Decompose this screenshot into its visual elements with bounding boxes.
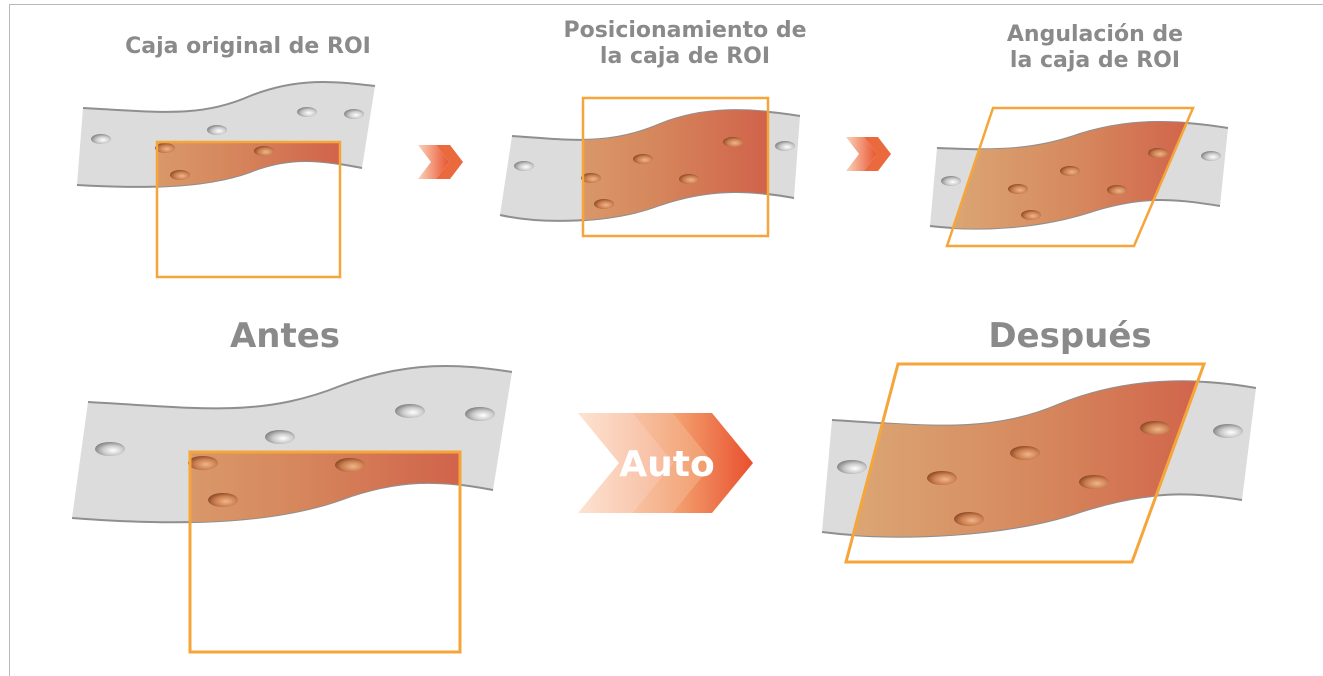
pore [1010,446,1040,460]
pore [335,458,365,472]
roi-box-before [188,450,462,654]
roi-tissue-fill [583,110,768,221]
step2-title-line2: la caja de ROI [599,44,771,70]
roi-tissue-fill [190,452,460,523]
band-bottom-edge [71,481,494,524]
before-title: Antes [229,316,341,356]
pore [395,404,425,418]
roi-box-angled [945,106,1195,248]
panel-after [821,362,1257,564]
band-top-edge [82,80,376,113]
pore [254,146,274,156]
pore [155,143,175,153]
pore [1021,210,1041,220]
step3-title-line2: la caja de ROI [1009,48,1181,74]
pore [1008,184,1028,194]
panel-positioning [499,96,801,238]
pore [208,493,238,507]
pore [207,125,227,135]
pore [837,460,867,474]
pore [297,107,317,117]
step2-title-line1: Posicionamiento de [563,18,807,43]
auto-chevron-2 [632,413,713,513]
pore [344,109,364,119]
pore [927,471,957,485]
step3-title: Angulación de la caja de ROI [975,22,1215,75]
panel-angulation [929,106,1229,248]
auto-chevron-3 [672,413,753,513]
pore [1148,148,1168,158]
pore [95,442,125,456]
pore [1213,424,1243,438]
roi-box-positioned [581,96,770,238]
pore [723,137,743,147]
auto-label: Auto [619,444,714,485]
pore [941,176,961,186]
pore [1140,421,1170,435]
pore [265,430,295,444]
step2-title: Posicionamiento de la caja de ROI [535,18,835,71]
roi-box-original [155,140,342,279]
pore [188,456,218,470]
roi-tissue-fill [846,381,1204,537]
pore [1060,166,1080,176]
pore [514,161,534,171]
band-top-edge [87,364,513,410]
roi-box-after [844,362,1207,564]
pore [954,512,984,526]
pore [679,174,699,184]
figure-frame [9,4,1323,676]
pore [581,173,601,183]
pore [775,141,795,151]
pore [1107,185,1127,195]
panel-before [71,364,513,654]
pore [91,134,111,144]
panel-original-roi [76,80,376,279]
after-title: Después [988,316,1152,356]
pore [170,170,190,180]
pore [633,154,653,164]
double-chevron-icon [846,137,891,171]
auto-arrow: Auto [578,413,753,513]
roi-tissue-fill [157,142,340,187]
pore [594,199,614,209]
double-chevron-icon [418,145,463,179]
pore [1201,151,1221,161]
step3-title-line1: Angulación de [1006,22,1184,47]
step1-title: Caja original de ROI [125,34,371,59]
pore [465,407,495,421]
pore [1079,475,1109,489]
auto-chevron-1 [578,413,673,513]
